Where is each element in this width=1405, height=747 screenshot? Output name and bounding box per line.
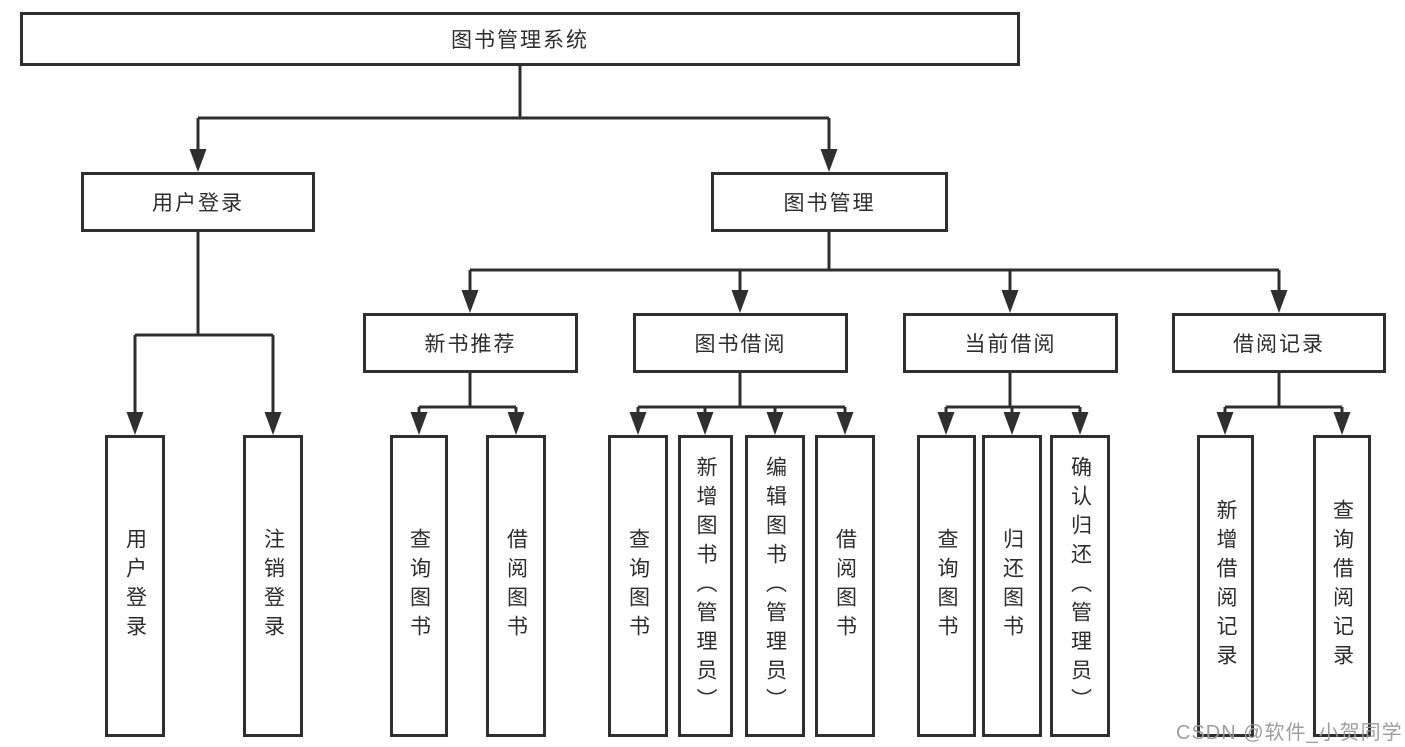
leaf-add-borrow-record-label: 新增借阅记录 — [1214, 499, 1237, 673]
leaf-borrow-books-label: 借阅图书 — [833, 528, 857, 644]
leaf-logout-label: 注销登录 — [261, 528, 285, 644]
leaf-borrow-query-books-label: 查询图书 — [626, 528, 650, 644]
node-new-book-recommend: 新书推荐 — [363, 313, 578, 373]
node-book-borrow-label: 图书借阅 — [694, 333, 787, 356]
leaf-current-query-books-label: 查询图书 — [935, 528, 958, 644]
leaf-recommend-query-books-label: 查询图书 — [407, 528, 431, 644]
leaf-add-books-admin-label: 新增图书（管理员） — [694, 455, 717, 717]
leaf-confirm-return-admin-label: 确认归还（管理员） — [1068, 455, 1092, 717]
leaf-recommend-query-books: 查询图书 — [390, 435, 448, 737]
node-borrow-records: 借阅记录 — [1172, 313, 1386, 373]
leaf-user-login: 用户登录 — [105, 435, 165, 737]
leaf-logout: 注销登录 — [243, 435, 303, 737]
leaf-borrow-books: 借阅图书 — [815, 435, 875, 737]
leaf-current-query-books: 查询图书 — [917, 435, 976, 737]
node-borrow-records-label: 借阅记录 — [1233, 333, 1325, 356]
node-user-login-label: 用户登录 — [152, 192, 244, 215]
node-root-label: 图书管理系统 — [451, 29, 589, 52]
arrowheads — [126, 149, 1351, 435]
node-book-management-label: 图书管理 — [783, 192, 876, 215]
leaf-query-borrow-record: 查询借阅记录 — [1313, 435, 1371, 737]
leaf-edit-books-admin-label: 编辑图书（管理员） — [763, 455, 787, 717]
leaf-query-borrow-record-label: 查询借阅记录 — [1330, 499, 1354, 673]
leaf-recommend-borrow-books-label: 借阅图书 — [504, 528, 528, 644]
node-root-system: 图书管理系统 — [20, 12, 1020, 66]
leaf-add-borrow-record: 新增借阅记录 — [1197, 435, 1254, 737]
node-book-borrow: 图书借阅 — [633, 313, 848, 373]
leaf-confirm-return-admin: 确认归还（管理员） — [1050, 435, 1110, 737]
node-current-borrow: 当前借阅 — [903, 313, 1118, 373]
leaf-borrow-query-books: 查询图书 — [608, 435, 668, 737]
leaf-return-books: 归还图书 — [982, 435, 1042, 737]
node-user-login: 用户登录 — [81, 172, 315, 232]
node-book-management: 图书管理 — [711, 172, 948, 232]
csdn-watermark: CSDN @软件_小贺同学 — [1176, 722, 1403, 744]
leaf-recommend-borrow-books: 借阅图书 — [486, 435, 546, 737]
leaf-return-books-label: 归还图书 — [1000, 528, 1024, 644]
leaf-add-books-admin: 新增图书（管理员） — [678, 435, 733, 737]
node-new-book-recommend-label: 新书推荐 — [424, 333, 517, 356]
leaf-user-login-label: 用户登录 — [123, 528, 147, 644]
node-current-borrow-label: 当前借阅 — [964, 333, 1057, 356]
leaf-edit-books-admin: 编辑图书（管理员） — [745, 435, 805, 737]
